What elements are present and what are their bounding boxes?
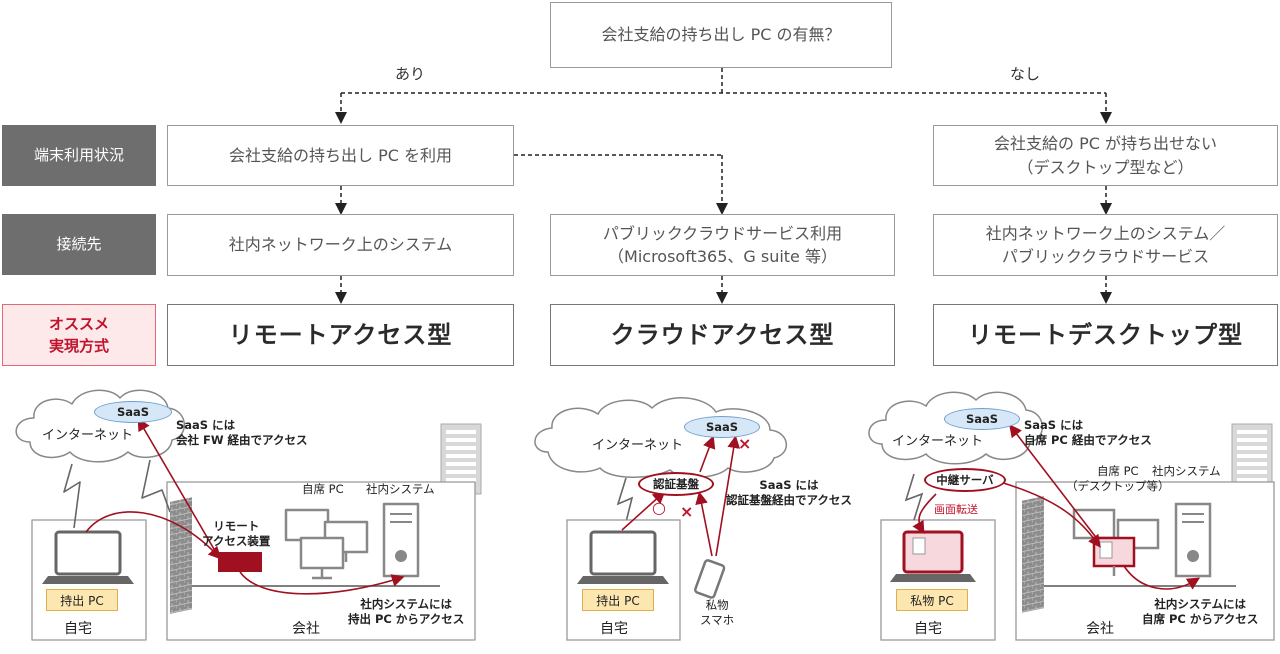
server-icon xyxy=(382,502,420,578)
desktop-pc-icons xyxy=(284,508,369,580)
internet-cloud xyxy=(15,389,186,463)
left-diagram xyxy=(15,389,482,641)
home-label: 自宅 xyxy=(914,621,942,637)
row-label-connection: 接続先 xyxy=(2,214,156,275)
company-frame xyxy=(1015,481,1275,641)
question-box: 会社支給の持ち出し PC の有無？ xyxy=(550,2,892,68)
own-pc-label: 自席 PC （デスクトップ等） xyxy=(1066,464,1170,493)
company-label: 会社 xyxy=(292,621,320,637)
internet-label: インターネット xyxy=(892,434,984,449)
laptop-icon xyxy=(577,530,669,584)
home-label: 自宅 xyxy=(600,621,628,637)
pc-tag: 持出 PC xyxy=(582,589,654,611)
terminal-right-box: 会社支給の PC が持ち出せない （デスクトップ型など） xyxy=(933,125,1278,186)
flow-connectors xyxy=(335,68,1112,304)
access-note: 社内システムには 持出 PC からアクセス xyxy=(348,597,465,626)
smartphone-icon xyxy=(694,559,726,599)
branch-yes-label: あり xyxy=(395,65,426,83)
internal-system-label: 社内システム xyxy=(1152,464,1221,478)
saas-node: SaaS xyxy=(94,401,172,423)
method-center-box: クラウドアクセス型 xyxy=(550,304,895,366)
pc-tag: 持出 PC xyxy=(46,589,118,611)
connection-center-box: パブリッククラウドサービス利用 （Microsoft365、G suite 等） xyxy=(550,214,895,276)
ok-mark: ○ xyxy=(652,498,666,517)
relay-server-node: 中継サーバ xyxy=(924,468,1006,492)
method-right-box: リモートデスクトップ型 xyxy=(933,304,1278,366)
right-diagram xyxy=(868,391,1275,641)
phone-label: 私物 スマホ xyxy=(700,598,735,627)
method-left-box: リモートアクセス型 xyxy=(167,304,514,366)
laptop-icon xyxy=(42,530,134,584)
ng-mark-saas: × xyxy=(738,434,752,453)
internet-label: インターネット xyxy=(42,428,134,443)
own-pc-label: 自席 PC xyxy=(302,482,344,496)
saas-note: SaaS には 自席 PC 経由でアクセス xyxy=(1024,418,1152,447)
terminal-left-box: 会社支給の持ち出し PC を利用 xyxy=(167,125,514,186)
screen-transfer-label: 画面転送 xyxy=(934,503,978,516)
saas-node: SaaS xyxy=(684,416,760,438)
internet-cloud xyxy=(868,391,1044,465)
firewall-icon xyxy=(170,497,192,614)
saas-node: SaaS xyxy=(944,408,1020,430)
internal-system-label: 社内システム xyxy=(366,482,435,496)
pc-tag: 私物 PC xyxy=(896,589,968,611)
firewall-icon xyxy=(1022,496,1044,613)
ng-mark: × xyxy=(680,502,694,521)
remote-access-device xyxy=(218,552,262,572)
company-label: 会社 xyxy=(1086,621,1114,637)
connection-right-box: 社内ネットワーク上のシステム／ パブリッククラウドサービス xyxy=(933,214,1278,276)
internet-label: インターネット xyxy=(592,438,684,453)
remote-device-label: リモート アクセス装置 xyxy=(202,519,271,548)
auth-node: 認証基盤 xyxy=(638,472,714,496)
row-label-terminal: 端末利用状況 xyxy=(2,125,156,186)
row-label-recommend: オススメ 実現方式 xyxy=(2,304,156,366)
access-note: 社内システムには 自席 PC からアクセス xyxy=(1142,597,1259,626)
branch-no-label: なし xyxy=(1010,65,1041,83)
laptop-icon xyxy=(890,530,976,582)
connection-left-box: 社内ネットワーク上のシステム xyxy=(167,214,514,276)
saas-note: SaaS には 認証基盤経由でアクセス xyxy=(726,478,852,507)
own-desktop-pc-highlighted xyxy=(1092,536,1136,576)
server-icon xyxy=(1174,502,1212,578)
home-label: 自宅 xyxy=(64,621,92,637)
saas-note: SaaS には 会社 FW 経由でアクセス xyxy=(176,418,308,447)
